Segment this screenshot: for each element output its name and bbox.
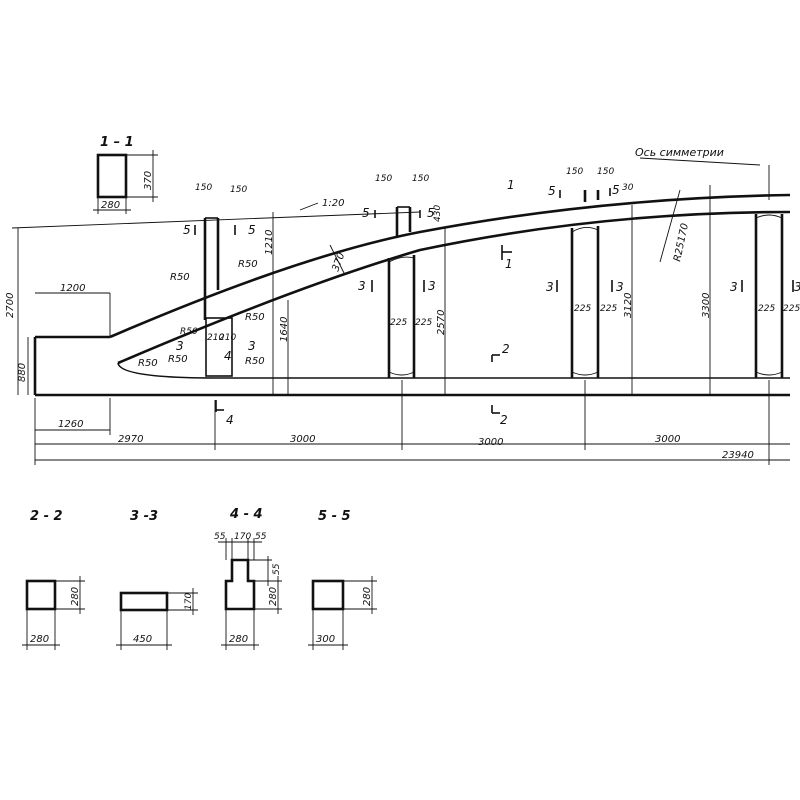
dim-150-d: 150 xyxy=(412,174,429,184)
dim-1260: 1260 xyxy=(58,419,83,430)
r50-label-2: R50 xyxy=(238,259,258,270)
mark-1-a: 1 xyxy=(507,178,515,192)
mark-3-h: 3 xyxy=(794,280,800,294)
mark-1-b: 1 xyxy=(505,257,513,271)
dim-150-e: 150 xyxy=(566,167,583,177)
section-4-4-top-mid: 170 xyxy=(234,532,251,542)
mark-4-b: 4 xyxy=(226,413,234,427)
r50-label-6: R50 xyxy=(245,356,265,367)
dim-1210: 1210 xyxy=(264,230,275,255)
section-4-4-top-left: 55 xyxy=(214,532,226,542)
r50-label-3: R50 xyxy=(245,312,265,323)
section-3-3-height: 170 xyxy=(184,593,194,610)
dim-225-c: 225 xyxy=(574,304,591,314)
mark-3-f: 3 xyxy=(616,280,624,294)
dim-150-c: 150 xyxy=(375,174,392,184)
dim-225-a: 225 xyxy=(390,318,407,328)
section-4-4: 4 - 4 55 170 55 55 280 280 xyxy=(214,507,282,650)
dim-225-d: 225 xyxy=(600,304,617,314)
section-4-4-top-right: 55 xyxy=(255,532,267,542)
dim-210-b: 210 xyxy=(219,333,236,343)
section-5-5-width: 300 xyxy=(316,634,335,645)
section-3-3: 3 -3 450 170 xyxy=(116,509,198,650)
dim-23940: 23940 xyxy=(722,450,754,461)
dim-880: 880 xyxy=(17,363,28,382)
dim-225-b: 225 xyxy=(415,318,432,328)
mark-3-c: 3 xyxy=(358,279,366,293)
drawing-labels: Ось симметрии 1:20 R25170 R50 R50 R50 R5… xyxy=(5,146,800,461)
section-2-2-title: 2 - 2 xyxy=(30,509,63,524)
dim-150-f: 150 xyxy=(597,167,614,177)
r50-label-7: R50 xyxy=(180,327,198,337)
section-4-4-title: 4 - 4 xyxy=(229,507,263,522)
mark-5-d: 5 xyxy=(427,206,435,220)
section-1-1-height: 370 xyxy=(143,171,154,190)
dim-3000-a: 3000 xyxy=(290,434,315,445)
dim-3000-c: 3000 xyxy=(655,434,680,445)
slope-label: 1:20 xyxy=(322,198,344,209)
section-1-1: 1 – 1 280 370 xyxy=(93,135,158,214)
section-2-2-height: 280 xyxy=(70,587,81,606)
dim-3300: 3300 xyxy=(701,293,712,318)
mark-3-g: 3 xyxy=(730,280,738,294)
r50-label-5: R50 xyxy=(168,354,188,365)
section-markers xyxy=(194,188,794,414)
symmetry-axis-label: Ось симметрии xyxy=(635,146,724,159)
mark-3-b: 3 xyxy=(248,339,256,353)
dim-150-a: 150 xyxy=(195,183,212,193)
truss-outline xyxy=(33,193,791,397)
dim-150-b: 150 xyxy=(230,185,247,195)
dim-225-f: 225 xyxy=(783,304,800,314)
mark-5-c: 5 xyxy=(362,206,370,220)
radius-outer-label: R25170 xyxy=(672,222,691,262)
dimension-lines xyxy=(11,157,790,465)
mark-5-e: 5 xyxy=(548,184,556,198)
mark-3-d: 3 xyxy=(428,279,436,293)
dim-2970: 2970 xyxy=(118,434,143,445)
mark-5-f: 5 xyxy=(612,183,620,197)
section-2-2: 2 - 2 280 280 xyxy=(22,509,85,650)
dim-225-e: 225 xyxy=(758,304,775,314)
section-5-5-title: 5 - 5 xyxy=(318,509,351,524)
mark-4-a: 4 xyxy=(224,349,232,363)
section-4-4-side: 55 xyxy=(272,563,282,575)
section-5-5: 5 - 5 300 280 xyxy=(308,509,377,650)
dim-30: 30 xyxy=(622,183,634,193)
section-1-1-width: 280 xyxy=(101,200,120,211)
dim-210-a: 210 xyxy=(207,333,224,343)
section-2-2-width: 280 xyxy=(30,634,49,645)
dim-430: 430 xyxy=(433,205,443,222)
mark-3-e: 3 xyxy=(546,280,554,294)
dim-1640: 1640 xyxy=(279,317,290,342)
dim-3000-b: 3000 xyxy=(478,437,503,448)
mark-3-a: 3 xyxy=(176,339,184,353)
r50-label-1: R50 xyxy=(170,272,190,283)
dim-1200: 1200 xyxy=(60,283,85,294)
mark-5-b: 5 xyxy=(248,223,256,237)
section-1-1-title: 1 – 1 xyxy=(100,135,134,150)
section-3-3-width: 450 xyxy=(133,634,152,645)
truss-verticals xyxy=(203,190,784,378)
mark-5-a: 5 xyxy=(183,223,191,237)
section-3-3-title: 3 -3 xyxy=(130,509,158,524)
dim-2570: 2570 xyxy=(436,310,447,335)
section-4-4-width: 280 xyxy=(229,634,248,645)
dim-2700: 2700 xyxy=(5,293,16,318)
mark-2-b: 2 xyxy=(500,413,508,427)
dim-3120: 3120 xyxy=(623,293,634,318)
section-4-4-height: 280 xyxy=(268,587,279,606)
r50-label-4: R50 xyxy=(138,358,158,369)
section-5-5-height: 280 xyxy=(362,587,373,606)
mark-2-a: 2 xyxy=(502,342,510,356)
